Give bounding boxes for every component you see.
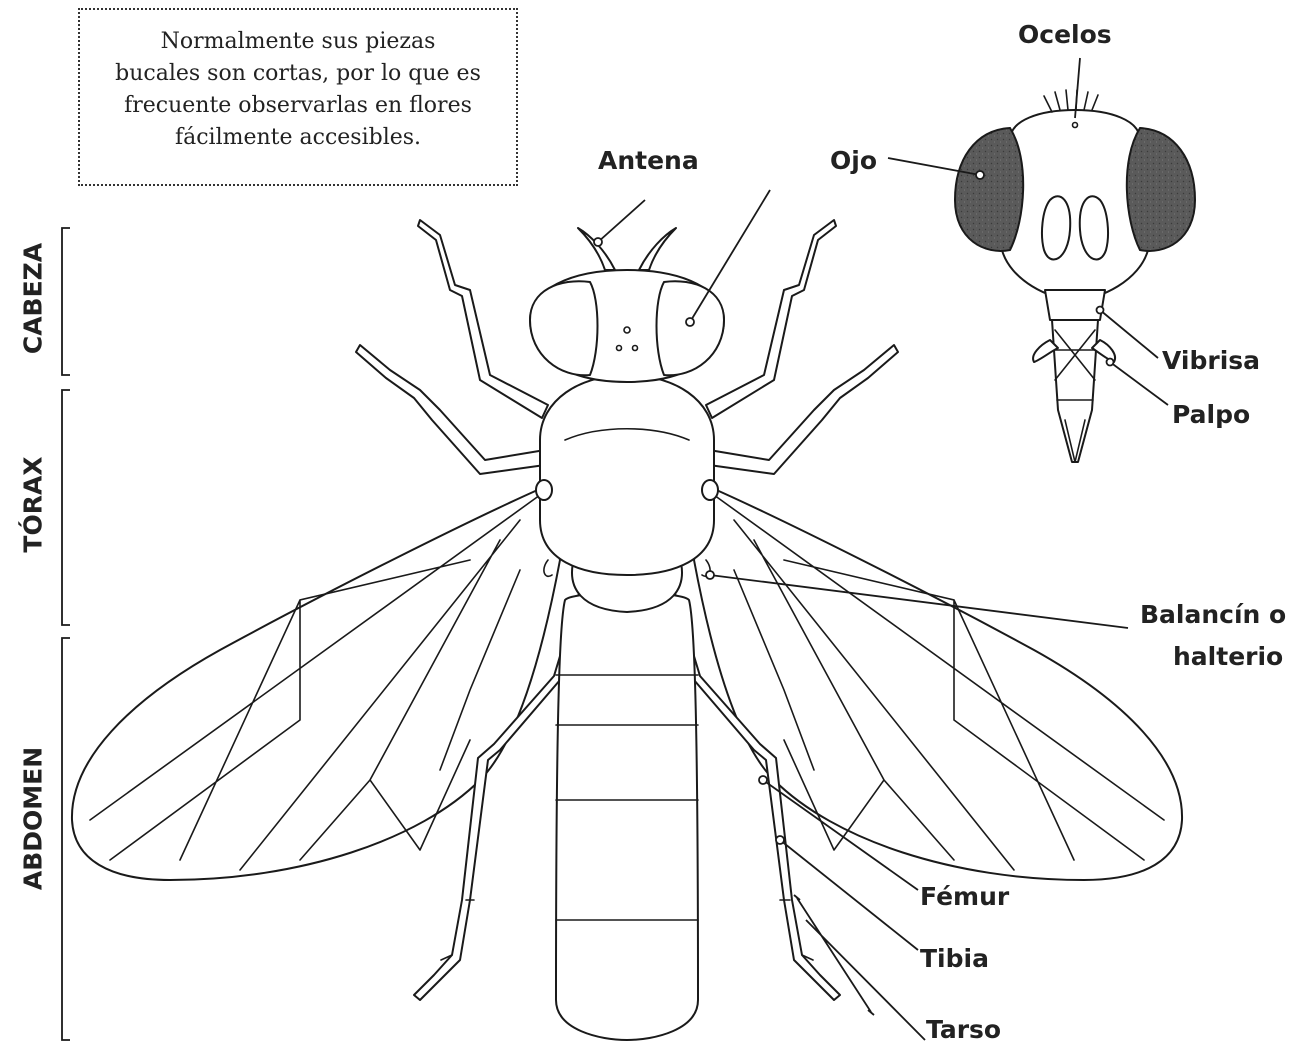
- section-label-abdomen: ABDOMEN: [19, 729, 48, 909]
- head: [530, 228, 724, 382]
- label-antenna: Antena: [598, 146, 699, 175]
- label-palp: Palpo: [1172, 400, 1250, 429]
- head-front-view: [955, 90, 1195, 462]
- right-wing: [694, 488, 1182, 880]
- section-label-thorax: TÓRAX: [19, 440, 48, 570]
- abdomen: [556, 593, 698, 1041]
- eye-left-icon: [955, 128, 1023, 251]
- label-ocelli: Ocelos: [1018, 20, 1112, 49]
- label-eye: Ojo: [830, 146, 877, 175]
- left-wing: [72, 488, 560, 880]
- label-femur: Fémur: [920, 882, 1009, 911]
- label-haltere-line2: halterio: [1173, 642, 1283, 671]
- label-tibia: Tibia: [920, 944, 989, 973]
- label-vibrissa: Vibrisa: [1162, 346, 1260, 375]
- section-brackets: [62, 228, 70, 1040]
- label-tarsus: Tarso: [926, 1015, 1001, 1044]
- label-haltere-line1: Balancín o: [1140, 600, 1286, 629]
- eye-right-icon: [1127, 128, 1195, 251]
- section-label-head: CABEZA: [19, 234, 48, 364]
- thorax: [536, 375, 718, 612]
